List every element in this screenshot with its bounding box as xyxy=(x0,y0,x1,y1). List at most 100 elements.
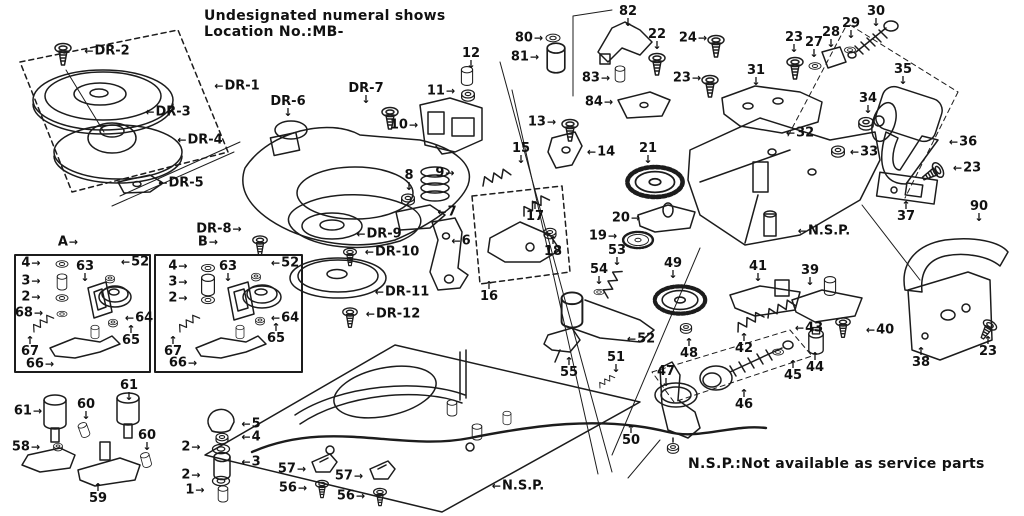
leader-arrow-icon: ↑ xyxy=(271,320,281,334)
part46-worm-assembly-drawing xyxy=(651,329,813,403)
part-label-61-94: 61↓ xyxy=(119,377,139,403)
part-number: 83 xyxy=(581,70,600,86)
part-label-68-75: 68→ xyxy=(15,307,43,320)
leader-bracket-line xyxy=(572,9,613,97)
part-number: 48 xyxy=(679,346,699,362)
part-number: 64 xyxy=(281,310,300,326)
part-label-64-78: ←64 xyxy=(125,312,153,325)
leader-arrow-icon: → xyxy=(691,71,702,85)
leader-arrow-icon: ↓ xyxy=(661,375,671,389)
leader-arrow-icon: ← xyxy=(270,311,281,325)
leader-arrow-icon: ← xyxy=(241,417,251,431)
part-number: 38 xyxy=(911,355,931,371)
leader-arrow-icon: ↓ xyxy=(466,57,476,71)
part-number: 6 xyxy=(461,233,471,249)
part-label-47-64: 47↓ xyxy=(657,365,675,389)
part-number: 53 xyxy=(607,242,627,258)
leader-arrow-icon: ↓ xyxy=(623,15,633,29)
part-label-3-100: ←3 xyxy=(241,456,260,469)
leader-arrow-icon: ↑ xyxy=(484,278,494,292)
part-number: DR-11 xyxy=(384,284,430,300)
leader-arrow-icon: ↓ xyxy=(516,152,526,166)
part-number: 68 xyxy=(14,305,33,321)
leader-arrow-icon: ↓ xyxy=(846,27,856,41)
leader-arrow-icon: ← xyxy=(120,255,131,269)
group-b-box xyxy=(154,254,303,373)
leader-arrow-icon: ↑ xyxy=(916,344,926,358)
part-number: 18 xyxy=(543,244,563,260)
leader-arrow-icon: ↓ xyxy=(805,274,815,288)
leader-arrow-icon: ↓ xyxy=(789,41,799,55)
leader-lines xyxy=(499,61,921,479)
part-label-38-47: ↑38 xyxy=(911,344,931,371)
part-number: 63 xyxy=(75,258,95,274)
part-number: DR-8 xyxy=(196,221,232,237)
cable-drawing xyxy=(250,422,768,454)
leader-arrow-icon: ← xyxy=(124,311,135,325)
part-label-65-88: ↑65 xyxy=(267,320,285,346)
part-number: 55 xyxy=(559,365,579,381)
leader-arrow-icon: ↑ xyxy=(548,233,558,247)
part-label-dr-9-8: ←DR-9 xyxy=(356,228,401,241)
part-number: 59 xyxy=(88,491,108,507)
part-label-23-44: ←23 xyxy=(953,162,981,175)
part-label-52-77: ←52 xyxy=(121,256,149,269)
leader-arrow-icon: → xyxy=(178,291,188,305)
part-number: DR-6 xyxy=(270,93,306,109)
part-number: 32 xyxy=(796,125,815,141)
part-label-2-101: 2→ xyxy=(181,469,200,482)
part-number: 28 xyxy=(821,24,841,40)
part-label-b-71: B→ xyxy=(198,236,218,249)
leader-arrow-icon: → xyxy=(44,357,55,371)
leader-arrow-icon: ↑ xyxy=(168,333,178,347)
part-number: 3 xyxy=(168,274,178,290)
leader-arrow-icon: ↓ xyxy=(124,389,134,403)
part-number: 36 xyxy=(959,134,978,150)
part-number: 52 xyxy=(131,254,150,270)
part-number: 49 xyxy=(663,255,683,271)
part-number: 2 xyxy=(181,467,191,483)
part-number: 23 xyxy=(672,70,691,86)
leader-arrow-icon: ↑ xyxy=(901,198,911,212)
part90-cover-drawing xyxy=(903,237,1009,293)
leader-arrow-icon: ↑ xyxy=(93,480,103,494)
leader-arrow-icon: → xyxy=(529,50,540,64)
leader-arrow-icon: ↓ xyxy=(652,38,662,52)
part-number: 57 xyxy=(334,468,353,484)
dr9-lever-drawing xyxy=(287,194,422,249)
part-label-27-35: 27↓ xyxy=(805,36,823,59)
part-label-60-92: 60↓ xyxy=(76,396,96,421)
part-number: 21 xyxy=(638,140,658,156)
group-a-parts xyxy=(29,260,132,359)
part-number: 64 xyxy=(135,310,154,326)
part-number: 4 xyxy=(251,429,261,445)
part-number: 15 xyxy=(511,140,531,156)
part-number: 61 xyxy=(119,377,139,393)
leader-arrow-icon: ← xyxy=(785,126,796,140)
part-label-23-34: 23↓ xyxy=(785,31,803,55)
leader-arrow-icon: → xyxy=(178,259,188,273)
part-label-dr-1-1: ←DR-1 xyxy=(214,80,259,93)
part-number: A xyxy=(57,234,68,250)
part-label-32-39: ←32 xyxy=(786,127,814,140)
part-label-16-22: ↑16 xyxy=(480,278,498,304)
leader-arrow-icon: → xyxy=(232,222,242,236)
part-number: 37 xyxy=(896,209,916,225)
part-label-81-26: 81→ xyxy=(511,51,539,64)
part-label-17-23: ↑17 xyxy=(526,200,544,224)
leader-arrow-icon: ← xyxy=(158,176,168,190)
part-number: 7 xyxy=(447,204,457,220)
part-number: 43 xyxy=(805,320,824,336)
part-number: 60 xyxy=(76,396,96,412)
leader-arrow-icon: → xyxy=(31,256,41,270)
part-label-36-43: ←36 xyxy=(949,136,977,149)
part-label-40-58: ←40 xyxy=(866,324,894,337)
leader-arrow-icon: ← xyxy=(177,133,187,147)
leader-arrow-icon: ↓ xyxy=(753,270,763,284)
part52-lever-drawing xyxy=(560,291,655,343)
part36-clamp-drawing xyxy=(881,131,939,185)
leader-arrow-icon: ↑ xyxy=(684,335,694,349)
part-number: 13 xyxy=(527,114,546,130)
part-number: 34 xyxy=(858,90,878,106)
part-label-53-53: 53↓ xyxy=(607,242,627,267)
